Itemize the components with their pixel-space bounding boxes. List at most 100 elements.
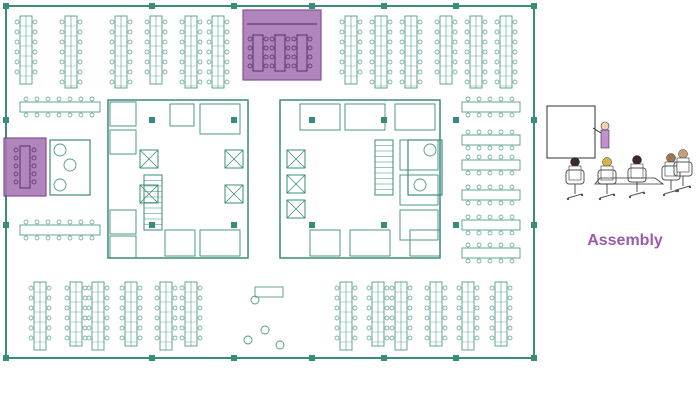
chair [144, 69, 150, 75]
chair [86, 335, 92, 341]
chair [456, 285, 462, 291]
assembly-seat [13, 147, 19, 153]
assembly-meeting-scene [546, 105, 693, 201]
assembly-seat [291, 45, 297, 51]
chair [487, 184, 493, 190]
core-east [279, 99, 441, 259]
core-west [107, 99, 249, 259]
workstation-cluster [14, 15, 38, 85]
assembly-room [3, 137, 47, 197]
chair [512, 49, 518, 55]
column [231, 355, 237, 361]
chair [407, 335, 413, 341]
desk-block [461, 189, 521, 201]
assembly-seat [263, 54, 269, 60]
assembly-seat [31, 179, 37, 185]
chair [494, 19, 500, 25]
elevator-cross [139, 149, 159, 169]
chair [387, 69, 393, 75]
column [381, 3, 387, 9]
assembly-seat [31, 155, 37, 161]
elevator-cross [286, 149, 306, 169]
column [381, 222, 387, 228]
chair [109, 29, 115, 35]
desk-block [19, 224, 101, 236]
audience-member [565, 157, 585, 201]
column [3, 117, 9, 123]
chair [172, 305, 178, 311]
audience-member [673, 149, 693, 193]
chair [46, 285, 52, 291]
chair [487, 200, 493, 206]
workstation-cluster [424, 281, 448, 347]
chair [119, 305, 125, 311]
chair [434, 29, 440, 35]
chair [487, 145, 493, 151]
chair [465, 200, 471, 206]
elevator-cross [224, 184, 244, 204]
column [531, 117, 537, 123]
workstation-cluster [399, 15, 423, 89]
chair [509, 96, 515, 102]
chair [127, 79, 133, 85]
chair [34, 96, 40, 102]
chair [509, 170, 515, 176]
chair [465, 242, 471, 248]
chair [424, 285, 430, 291]
chair [476, 230, 482, 236]
chair [28, 325, 34, 331]
chair [77, 29, 83, 35]
workstation-cluster [339, 15, 363, 85]
assembly-room [242, 9, 322, 81]
chair [162, 19, 168, 25]
chair [179, 79, 185, 85]
chair [197, 69, 203, 75]
chair [109, 19, 115, 25]
chair [339, 69, 345, 75]
chair [389, 325, 395, 331]
chair [476, 129, 482, 135]
workstation-cluster [461, 214, 521, 236]
chair [489, 285, 495, 291]
chair [109, 69, 115, 75]
chair [172, 325, 178, 331]
chair [119, 285, 125, 291]
chair [487, 129, 493, 135]
chair [387, 19, 393, 25]
workstation-cluster [28, 281, 52, 351]
chair [28, 305, 34, 311]
chair [465, 230, 471, 236]
presenter-head [600, 121, 610, 131]
assembly-seat [269, 63, 275, 69]
chair [339, 59, 345, 65]
chair [334, 325, 340, 331]
workstation-cluster [434, 15, 458, 85]
column [453, 3, 459, 9]
chair [334, 295, 340, 301]
chair [14, 69, 20, 75]
chair [387, 49, 393, 55]
chair [498, 170, 504, 176]
chair [119, 315, 125, 321]
chair [64, 315, 70, 321]
chair [64, 335, 70, 341]
chair [512, 79, 518, 85]
column [3, 355, 9, 361]
lounge-table [243, 335, 253, 345]
chair [23, 219, 29, 225]
chair [465, 258, 471, 264]
chair [78, 219, 84, 225]
chair [59, 59, 65, 65]
chair [357, 39, 363, 45]
chair-base [567, 193, 583, 199]
chair [137, 305, 143, 311]
chair [179, 295, 185, 301]
chair [179, 285, 185, 291]
chair [137, 285, 143, 291]
round-table [413, 178, 427, 192]
chair [464, 19, 470, 25]
chair [487, 242, 493, 248]
assembly-table [274, 34, 286, 72]
chair [86, 305, 92, 311]
chair [489, 295, 495, 301]
